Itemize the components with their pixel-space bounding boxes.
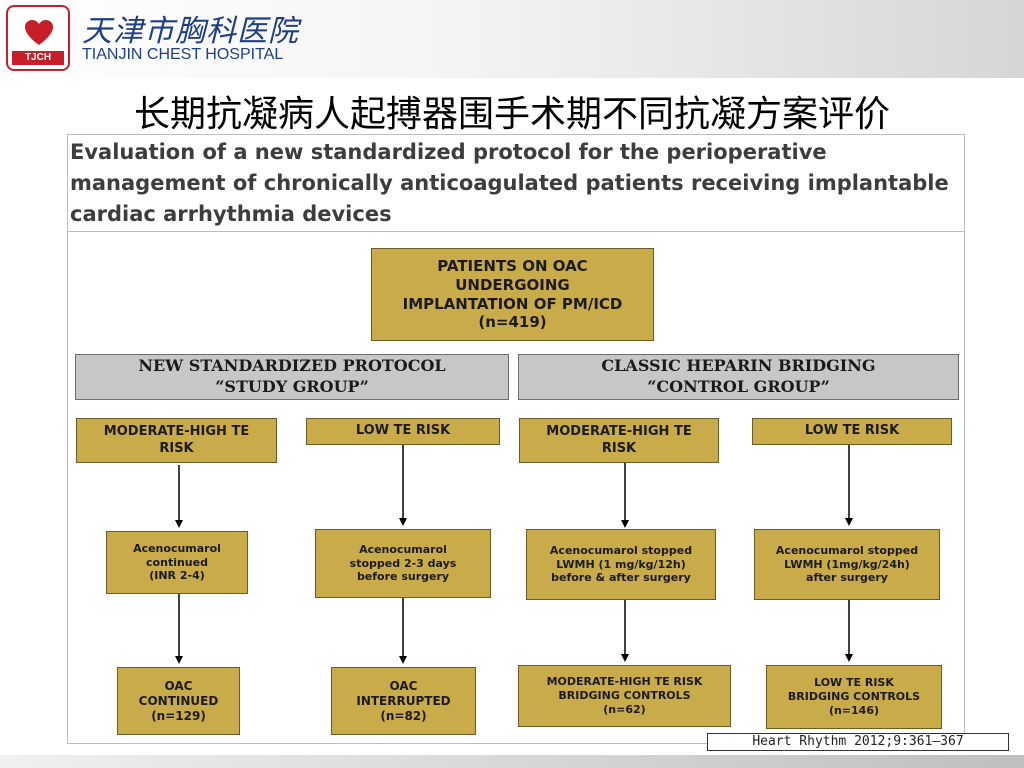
control-low-outcome-box: LOW TE RISK BRIDGING CONTROLS (n=146) <box>766 665 942 729</box>
heart-icon <box>25 20 53 45</box>
control-high-action-box: Acenocumarol stopped LWMH (1 mg/kg/12h) … <box>526 529 716 600</box>
study-low-risk-box: LOW TE RISK <box>306 418 500 445</box>
hospital-name-cn: 天津市胸科医院 <box>82 14 299 49</box>
control-high-outcome-box: MODERATE-HIGH TE RISK BRIDGING CONTROLS … <box>518 665 731 727</box>
control-low-risk-box: LOW TE RISK <box>752 418 952 445</box>
paper-title: Evaluation of a new standardized protoco… <box>70 140 949 226</box>
hospital-name-en: TIANJIN CHEST HOSPITAL <box>82 46 284 63</box>
citation-label: Heart Rhythm 2012;9:361–367 <box>707 733 1009 751</box>
control-low-action-box: Acenocumarol stopped LWMH (1mg/kg/24h) a… <box>754 529 940 600</box>
study-low-action-box: Acenocumarol stopped 2-3 days before sur… <box>315 529 491 598</box>
study-group-box: NEW STANDARDIZED PROTOCOL “STUDY GROUP” <box>75 354 509 400</box>
header-band <box>0 0 1024 78</box>
logo-badge-text: TJCH <box>12 51 64 65</box>
root-patients-box: PATIENTS ON OAC UNDERGOING IMPLANTATION … <box>371 248 654 341</box>
footer-band <box>0 755 1024 768</box>
hospital-logo: TJCH <box>6 5 70 71</box>
slide-title: 长期抗凝病人起搏器围手术期不同抗凝方案评价 <box>133 94 890 135</box>
study-low-outcome-box: OAC INTERRUPTED (n=82) <box>331 667 476 735</box>
study-high-action-box: Acenocumarol continued (INR 2-4) <box>106 531 248 594</box>
study-high-risk-box: MODERATE-HIGH TE RISK <box>76 418 277 463</box>
study-high-outcome-box: OAC CONTINUED (n=129) <box>117 667 240 735</box>
control-high-risk-box: MODERATE-HIGH TE RISK <box>519 418 719 463</box>
control-group-box: CLASSIC HEPARIN BRIDGING “CONTROL GROUP” <box>518 354 959 400</box>
divider <box>67 231 965 232</box>
